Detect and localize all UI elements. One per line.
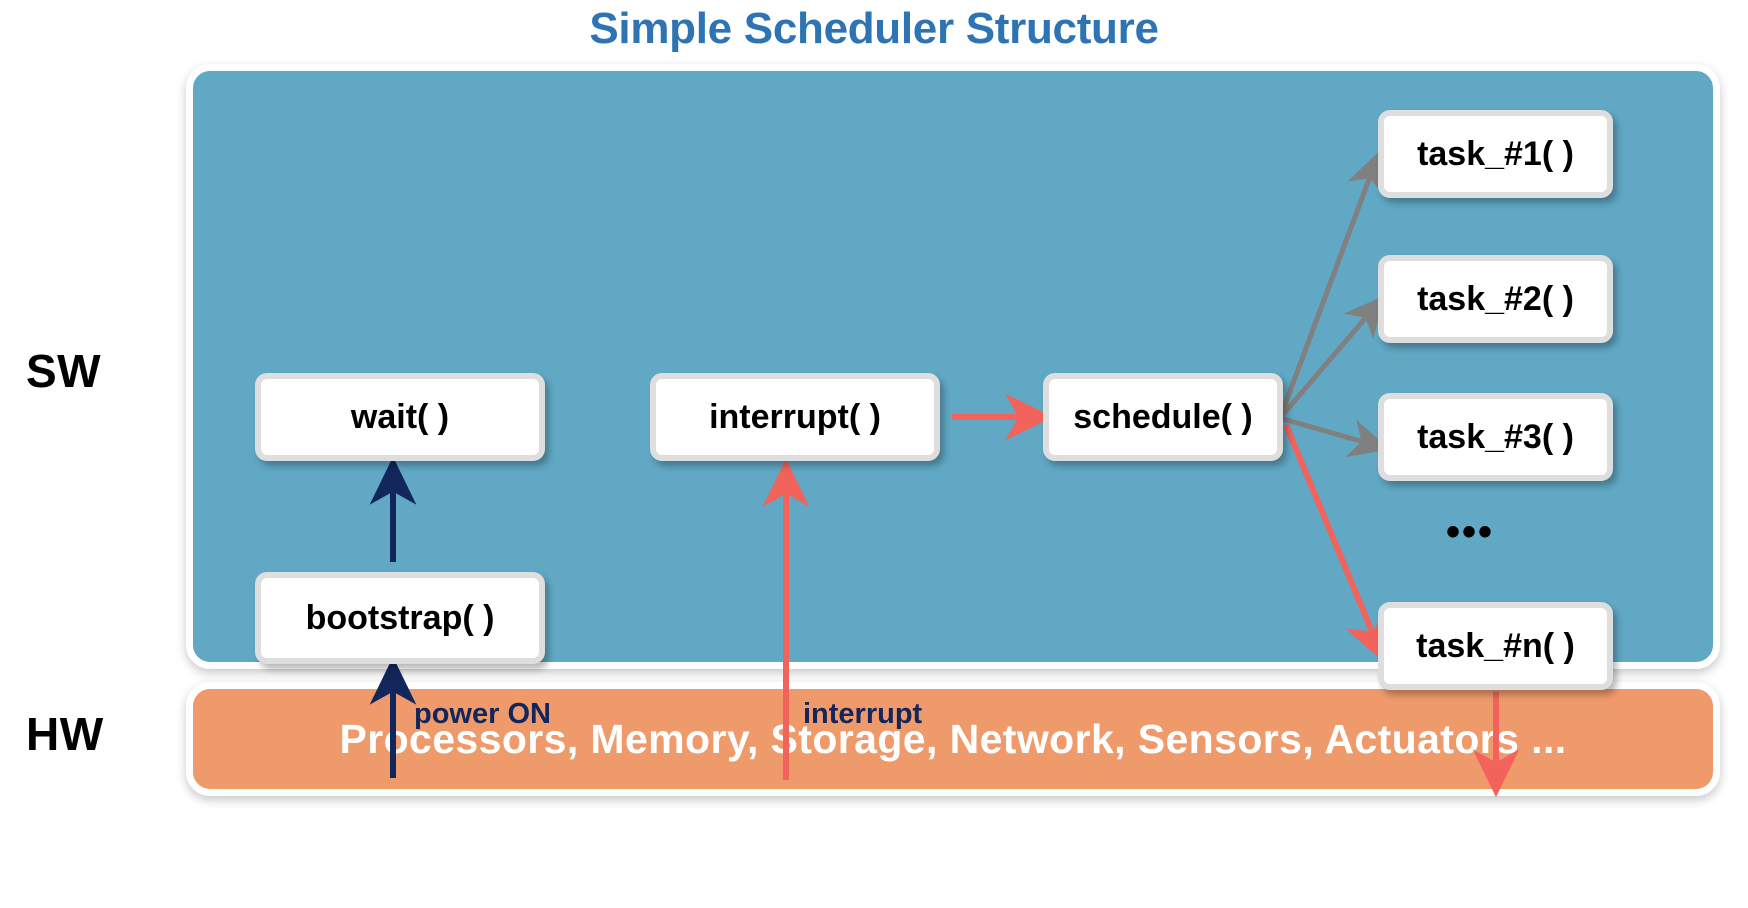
label-power-on: power ON <box>414 698 551 730</box>
layer-label-sw: SW <box>26 345 102 397</box>
task-list-ellipsis: ••• <box>1446 510 1495 554</box>
box-bootstrap[interactable]: bootstrap( ) <box>255 572 545 664</box>
hardware-layer-panel: Processors, Memory, Storage, Network, Se… <box>186 682 1720 796</box>
hardware-components-text: Processors, Memory, Storage, Network, Se… <box>339 715 1567 762</box>
box-interrupt[interactable]: interrupt( ) <box>650 373 940 461</box>
layer-label-hw: HW <box>26 708 104 760</box>
box-task-3[interactable]: task_#3( ) <box>1378 393 1613 481</box>
box-task-n[interactable]: task_#n( ) <box>1378 602 1613 690</box>
label-interrupt: interrupt <box>803 698 923 730</box>
box-schedule[interactable]: schedule( ) <box>1043 373 1283 461</box>
page-title: Simple Scheduler Structure <box>589 4 1159 53</box>
box-task-1[interactable]: task_#1( ) <box>1378 110 1613 198</box>
box-wait[interactable]: wait( ) <box>255 373 545 461</box>
box-task-2[interactable]: task_#2( ) <box>1378 255 1613 343</box>
